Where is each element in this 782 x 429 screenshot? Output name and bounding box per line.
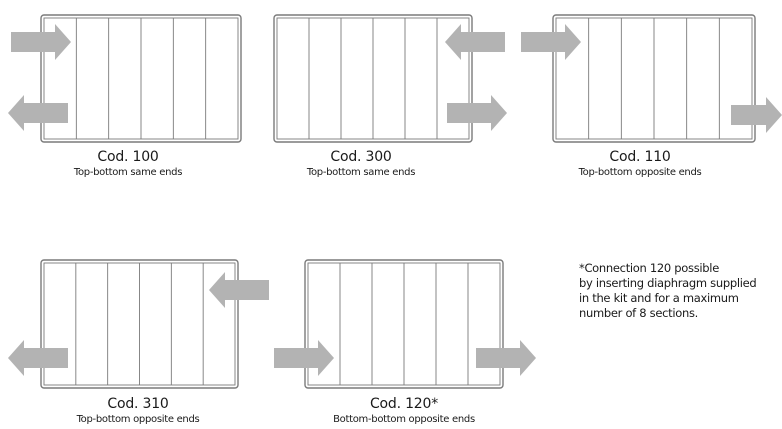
caption-description: Top-bottom opposite ends (76, 414, 200, 425)
arrow-outlet-icon (8, 95, 68, 131)
radiator-cod-120 (304, 259, 504, 389)
caption-code: Cod. 100 (97, 149, 159, 165)
caption-code: Cod. 310 (107, 396, 169, 412)
footnote-line: in the kit and for a maximum (579, 291, 739, 305)
arrow-inlet-icon (209, 272, 269, 308)
caption-cod-100: Cod. 100 Top-bottom same ends (28, 149, 228, 179)
footnote-line: *Connection 120 possible (579, 261, 719, 275)
radiator-cod-310 (40, 259, 239, 389)
caption-code: Cod. 110 (609, 149, 671, 165)
footnote-connection-120: *Connection 120 possible by inserting di… (579, 261, 779, 321)
arrow-inlet-icon (521, 24, 581, 60)
arrow-inlet-icon (11, 24, 71, 60)
footnote-line: number of 8 sections. (579, 306, 699, 320)
arrow-outlet-icon (8, 340, 68, 376)
caption-description: Top-bottom same ends (306, 167, 416, 178)
caption-cod-120: Cod. 120* Bottom-bottom opposite ends (304, 396, 504, 426)
radiator-cod-300 (273, 14, 473, 143)
caption-description: Top-bottom opposite ends (578, 167, 702, 178)
caption-cod-310: Cod. 310 Top-bottom opposite ends (38, 396, 238, 426)
arrow-inlet-icon (445, 24, 505, 60)
caption-description: Bottom-bottom opposite ends (333, 414, 475, 425)
radiator-cod-100 (40, 14, 242, 143)
caption-cod-110: Cod. 110 Top-bottom opposite ends (540, 149, 740, 179)
arrow-outlet-icon (447, 95, 507, 131)
arrow-inlet-icon (274, 340, 334, 376)
caption-code: Cod. 300 (330, 149, 392, 165)
arrow-outlet-icon (731, 97, 782, 133)
caption-cod-300: Cod. 300 Top-bottom same ends (261, 149, 461, 179)
caption-code: Cod. 120* (369, 396, 439, 412)
radiator-cod-110 (552, 14, 756, 143)
arrow-outlet-icon (476, 340, 536, 376)
footnote-line: by inserting diaphragm supplied (579, 276, 757, 290)
caption-description: Top-bottom same ends (73, 167, 183, 178)
